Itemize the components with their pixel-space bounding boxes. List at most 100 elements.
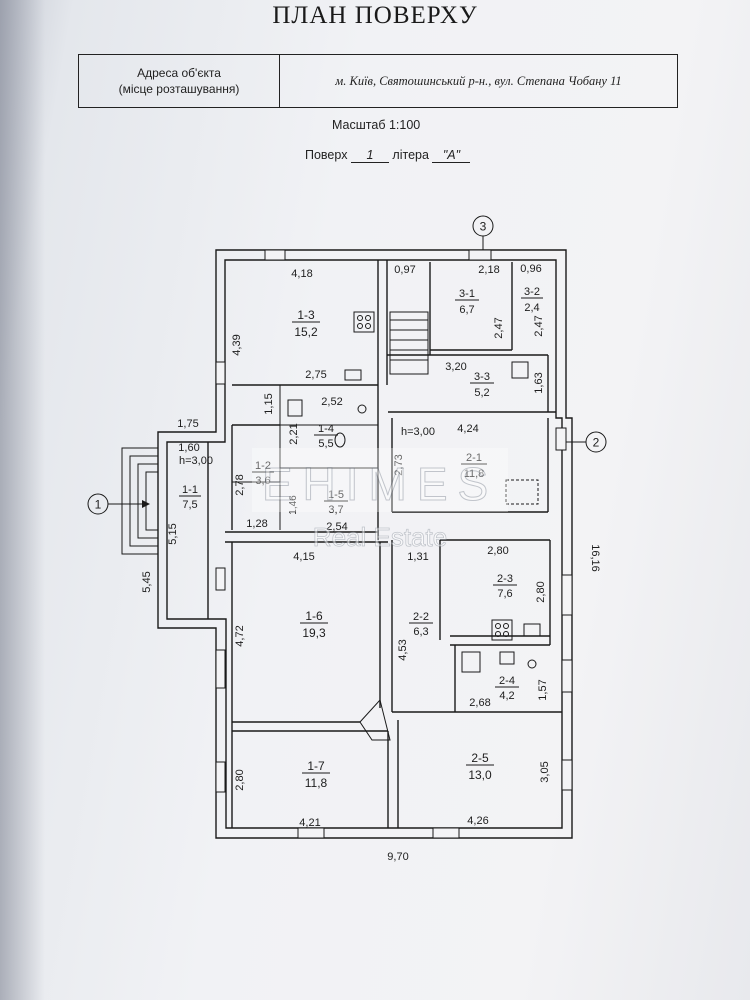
room-area: 15,2 [294,325,318,339]
dim-label: 5,15 [167,523,179,544]
dim-label: 2,68 [469,697,490,709]
room-area: 13,0 [468,768,492,782]
room-area: 6,7 [459,304,474,316]
room-id: 1-5 [328,489,344,501]
sink-2-icon [523,623,541,637]
dim-label: h=3,00 [179,455,213,467]
room-id: 2-3 [497,573,513,585]
room-id: 1-4 [318,423,334,435]
interior-walls [207,260,562,828]
room-area: 5,5 [318,438,333,450]
room-id: 1-7 [307,759,325,773]
address-label-line2: (місце розташування) [118,82,240,96]
bath-sink-icon [287,399,303,417]
toilet-icon [334,432,346,448]
room-id: 3-1 [459,288,475,300]
outer-wall-inner [166,259,563,829]
watermark-logo: ЕНІМЕЅ [262,458,498,510]
dim-label: 2,54 [326,521,347,533]
dim-label: 4,21 [299,817,320,829]
washbasin-icon [461,651,481,673]
dim-label: 1,57 [537,679,549,700]
windows [215,249,573,839]
dim-label: 2,52 [321,396,342,408]
room-area: 3,6 [255,475,270,487]
dim-label: 2,18 [478,264,499,276]
svg-text:3: 3 [480,220,487,234]
page-edge-shadow [0,0,45,1000]
room-area: 11,8 [305,776,328,790]
entrance-steps [121,447,159,555]
dim-label: 2,80 [487,545,508,557]
dim-label: 2,80 [535,581,547,602]
room-id: 1-1 [182,484,198,496]
room-area: 19,3 [302,626,326,640]
room-area: 3,7 [328,504,343,516]
room-id: 1-3 [297,308,315,322]
dim-label: 0,96 [520,263,541,275]
dim-label: 4,26 [467,815,488,827]
dim-label: 2,78 [234,474,246,495]
address-label: Адреса об'єкта (місце розташування) [79,55,280,107]
dim-label: 4,24 [457,423,478,435]
dim-label: 1,75 [177,418,198,430]
room-id: 2-5 [471,751,489,765]
dim-label: 1,31 [407,551,428,563]
room-area: 7,6 [497,588,512,600]
room-id: 1-2 [255,460,271,472]
dim-label: 4,53 [397,639,409,660]
equipment-icon [505,479,539,505]
dim-label: 1,63 [533,372,545,393]
room-id: 3-2 [524,286,540,298]
shower-icon [357,404,367,414]
boiler-icon [511,361,529,379]
room-area: 11,8 [464,468,485,480]
room-area: 4,2 [499,690,514,702]
outer-wall-outer [157,249,573,839]
dim-label: 16,16 [589,544,601,572]
floor-value: 1 [350,148,389,163]
dim-label: 9,70 [387,851,408,863]
dim-label: 1,28 [246,518,267,530]
dim-label: 5,45 [141,571,153,592]
room-id: 3-3 [474,371,490,383]
dim-label: 4,15 [293,551,314,563]
floor-prefix: Поверх [305,148,348,162]
stove-2-icon [491,619,513,641]
sink-icon [344,369,362,381]
room-id: 2-4 [499,675,515,687]
letter-prefix: літера [392,148,429,162]
dim-label: 1,46 [288,495,299,515]
room-area: 5,2 [474,387,489,399]
axis-marker-1: 1 [87,493,150,515]
room-labels: 1-3 15,2 1-4 5,5 1-2 3,6 1-5 3,7 1-1 7,5… [179,286,543,790]
dim-label: 1,15 [263,393,275,414]
dim-label: h=3,00 [401,426,435,438]
floor-line: Поверх 1 літера "А" [305,148,471,163]
dim-label: 4,72 [234,625,246,646]
dim-label: 4,39 [231,334,243,355]
svg-text:1: 1 [95,498,102,512]
room-id: 1-6 [305,609,323,623]
watermark-text: Real Estate [313,522,447,552]
axis-marker-3: 3 [472,215,494,250]
watermark: ЕНІМЕЅ Real Estate [252,448,508,552]
dim-label: 2,73 [393,454,405,475]
address-table: Адреса об'єкта (місце розташування) м. К… [78,54,678,108]
dim-label: 3,05 [539,761,551,782]
stove-icon [353,311,375,333]
page-title: ПЛАН ПОВЕРХУ [272,2,478,29]
dim-label: 4,18 [291,268,312,280]
fixtures [287,311,541,673]
address-label-line1: Адреса об'єкта [137,65,221,80]
shower-2-icon [527,659,537,669]
svg-text:2: 2 [593,436,600,450]
dim-label: 1,60 [178,442,199,454]
sink-3-icon [499,651,515,665]
axis-marker-2: 2 [566,431,607,453]
room-area: 2,4 [524,302,539,314]
dim-label: 2,80 [234,769,246,790]
dim-label: 0,97 [394,264,415,276]
